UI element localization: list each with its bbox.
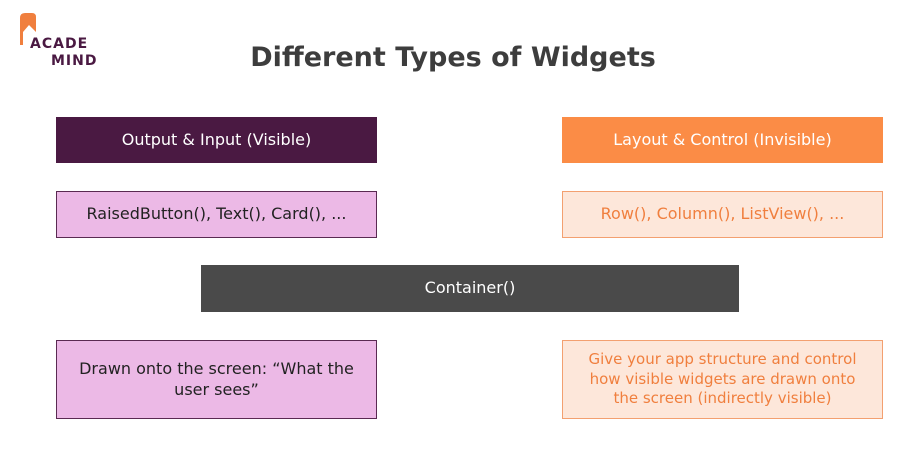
visible-widget-examples-text: RaisedButton(), Text(), Card(), ... <box>86 204 347 224</box>
visible-widget-examples: RaisedButton(), Text(), Card(), ... <box>56 191 377 238</box>
logo-mark-icon <box>20 13 36 45</box>
visible-widgets-description: Drawn onto the screen: “What the user se… <box>56 340 377 419</box>
invisible-widget-examples-text: Row(), Column(), ListView(), ... <box>600 204 845 224</box>
logo-text-line1: ACADE <box>30 36 89 52</box>
layout-control-header: Layout & Control (Invisible) <box>562 117 883 163</box>
container-widget-label: Container() <box>424 278 516 298</box>
visible-widgets-description-text: Drawn onto the screen: “What the user se… <box>79 358 354 399</box>
container-widget-bar: Container() <box>201 265 739 312</box>
invisible-widget-examples: Row(), Column(), ListView(), ... <box>562 191 883 238</box>
invisible-widgets-description-text: Give your app structure and control how … <box>588 350 857 408</box>
logo-text-line2: MIND <box>51 53 98 69</box>
page-title: Different Types of Widgets <box>250 42 656 73</box>
output-input-header-label: Output & Input (Visible) <box>121 129 312 149</box>
layout-control-header-label: Layout & Control (Invisible) <box>613 129 832 149</box>
output-input-header: Output & Input (Visible) <box>56 117 377 163</box>
academind-logo: ACADE MIND <box>17 12 117 72</box>
invisible-widgets-description: Give your app structure and control how … <box>562 340 883 419</box>
